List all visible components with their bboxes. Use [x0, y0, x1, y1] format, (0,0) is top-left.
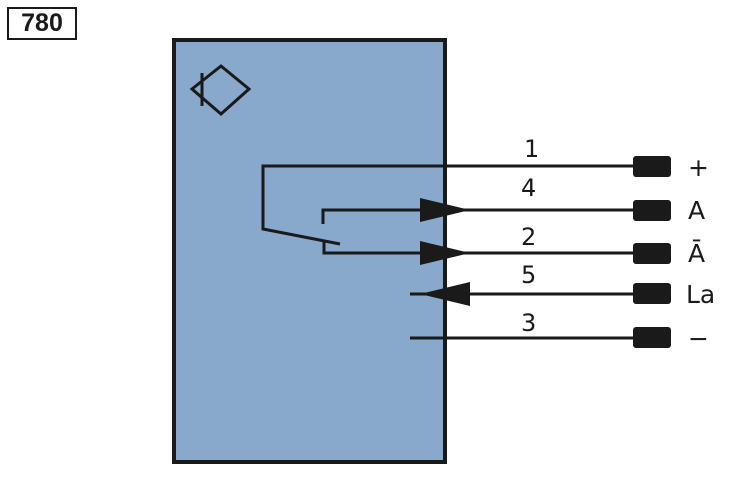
- arrow-output-a-bar: [420, 241, 470, 265]
- inductive-sensor-diamond-icon: [189, 64, 252, 116]
- sensor-housing: [172, 38, 447, 464]
- pin-number-5: 5: [521, 261, 536, 289]
- signal-label-a: A: [688, 196, 705, 225]
- terminal-pin-3: [633, 327, 671, 348]
- signal-label-la: La: [686, 280, 715, 309]
- arrow-output-a: [420, 198, 470, 222]
- terminals: [633, 156, 671, 348]
- pin-number-3: 3: [521, 309, 536, 337]
- terminal-pin-4: [633, 200, 671, 221]
- pin-number-2: 2: [521, 223, 536, 251]
- diagram-number-label: 780: [7, 7, 77, 40]
- pin-number-4: 4: [521, 174, 536, 202]
- terminal-pin-5: [633, 283, 671, 304]
- pin-number-1: 1: [524, 135, 539, 163]
- terminal-pin-2: [633, 243, 671, 264]
- signal-label-a-bar: Ā: [688, 239, 705, 268]
- signal-arrows: [420, 198, 470, 306]
- signal-label-plus: +: [688, 153, 709, 182]
- arrow-input-la: [420, 282, 470, 306]
- terminal-pin-1: [633, 156, 671, 177]
- signal-label-minus: −: [688, 324, 709, 353]
